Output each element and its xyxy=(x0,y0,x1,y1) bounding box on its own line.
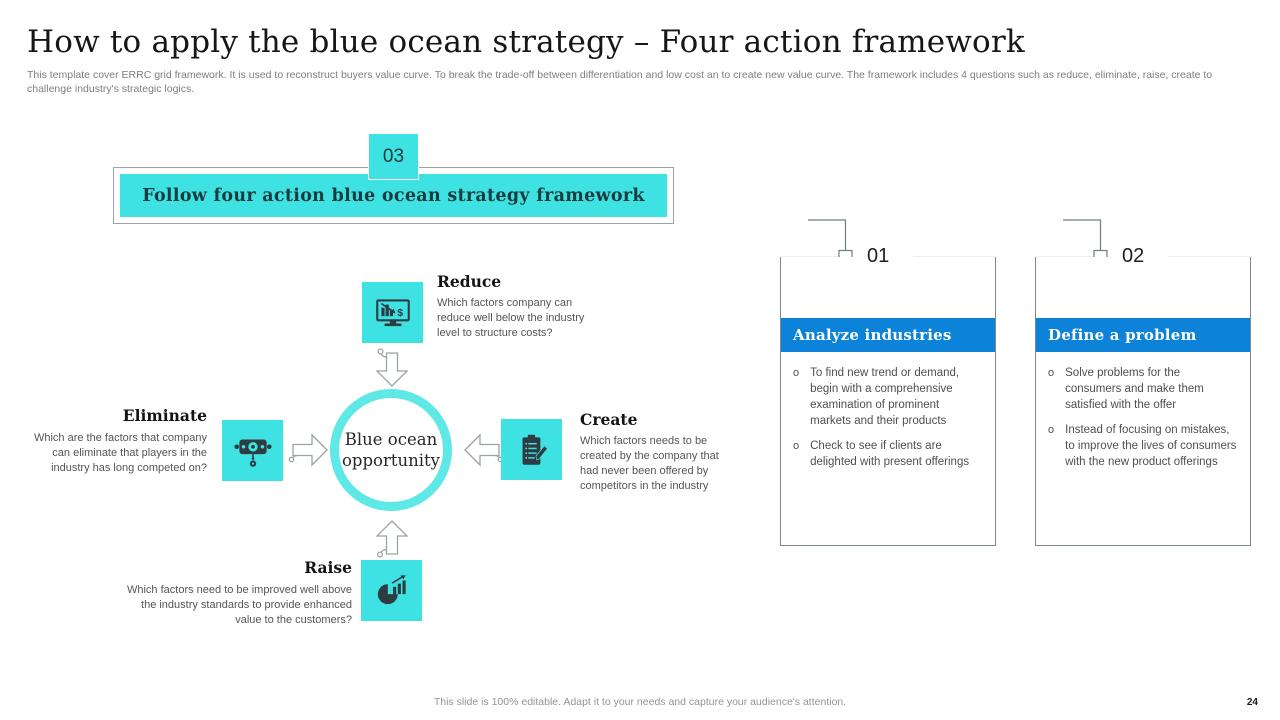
bullet-marker: o xyxy=(793,367,800,379)
framework-banner: Follow four action blue ocean strategy f… xyxy=(113,167,674,224)
monitor-decline-icon: $ xyxy=(375,298,410,326)
machine-gear-icon xyxy=(233,438,272,467)
action-heading-raise: Raise xyxy=(304,558,352,577)
reduce-icon-tile: $ xyxy=(362,282,423,343)
page-title: How to apply the blue ocean strategy – F… xyxy=(27,24,1025,60)
action-heading-eliminate: Eliminate xyxy=(122,406,207,425)
bullet-marker: o xyxy=(1048,424,1055,436)
action-heading-reduce: Reduce xyxy=(437,272,502,291)
bullet-marker: o xyxy=(1048,367,1055,379)
step-number-badge: 03 xyxy=(368,133,419,180)
panel-title: Define a problem xyxy=(1036,318,1250,352)
footer-note: This slide is 100% editable. Adapt it to… xyxy=(433,696,847,708)
bullet-text: Instead of focusing on mistakes, to impr… xyxy=(1065,424,1237,468)
circle-label-line2: opportunity xyxy=(342,451,440,470)
arrow-right-icon xyxy=(288,433,328,467)
action-heading-create: Create xyxy=(580,410,638,429)
action-desc-create: Which factors needs to be created by the… xyxy=(580,435,719,492)
list-item: o Instead of focusing on mistakes, to im… xyxy=(1048,422,1242,470)
pie-growth-icon xyxy=(377,574,406,604)
arrow-down-icon xyxy=(375,348,409,387)
list-item: o Check to see if clients are delighted … xyxy=(793,438,987,470)
panel-body: o Solve problems for the consumers and m… xyxy=(1048,365,1242,470)
bullet-text: Solve problems for the consumers and mak… xyxy=(1065,367,1204,411)
arrow-up-icon xyxy=(375,520,409,558)
circle-label-line1: Blue ocean xyxy=(344,430,438,449)
panel-number: 02 xyxy=(1122,245,1145,267)
panel-number: 01 xyxy=(867,245,890,267)
bullet-marker: o xyxy=(793,440,800,452)
list-item: o Solve problems for the consumers and m… xyxy=(1048,365,1242,413)
panel-analyze-industries: Analyze industries o To find new trend o… xyxy=(780,257,996,546)
framework-banner-label: Follow four action blue ocean strategy f… xyxy=(120,174,667,217)
action-desc-raise: Which factors need to be improved well a… xyxy=(126,584,352,626)
create-icon-tile xyxy=(501,419,562,480)
panel-title: Analyze industries xyxy=(781,318,995,352)
panel-body: o To find new trend or demand, begin wit… xyxy=(793,365,987,470)
slide-subtitle: This template cover ERRC grid framework.… xyxy=(27,69,1213,95)
svg-text:$: $ xyxy=(397,307,403,319)
raise-icon-tile xyxy=(361,560,422,621)
clipboard-pencil-icon xyxy=(522,434,548,465)
eliminate-icon-tile xyxy=(222,420,283,481)
bullet-text: Check to see if clients are delighted wi… xyxy=(810,440,970,468)
panel-define-a-problem: Define a problem o Solve problems for th… xyxy=(1035,257,1251,546)
bullet-text: To find new trend or demand, begin with … xyxy=(810,367,960,427)
action-desc-reduce: Which factors company can reduce well be… xyxy=(437,297,585,339)
blue-ocean-circle: Blue ocean opportunity xyxy=(330,389,452,511)
list-item: o To find new trend or demand, begin wit… xyxy=(793,365,987,429)
page-number: 24 xyxy=(1246,697,1258,708)
arrow-left-icon xyxy=(464,433,504,467)
action-desc-eliminate: Which are the factors that company can e… xyxy=(33,432,207,474)
